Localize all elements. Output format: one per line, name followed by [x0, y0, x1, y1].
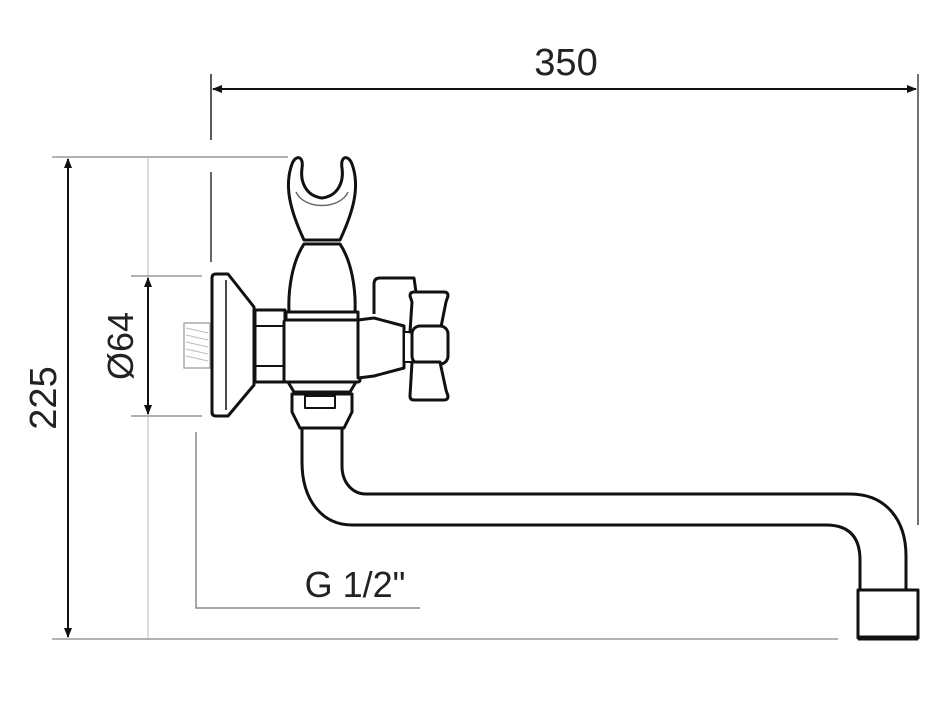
dimension-flange-diameter: Ø64 [100, 275, 202, 417]
diverter-body-upper [287, 242, 357, 314]
valve-cap [372, 276, 418, 314]
dimension-width: 350 [210, 42, 919, 525]
handle-arm-top [408, 290, 450, 334]
spout-outer-edge [300, 428, 862, 590]
height-label: 225 [23, 366, 65, 429]
flange-diameter-label: Ø64 [100, 312, 141, 380]
handle-hub [410, 324, 450, 366]
thread-label: G 1/2" [305, 564, 406, 605]
aerator [856, 588, 920, 640]
valve-housing [356, 316, 406, 380]
width-label: 350 [534, 42, 597, 84]
handle-arm-bottom [408, 360, 450, 402]
faucet [183, 156, 920, 641]
thread-leader-line [195, 432, 420, 609]
spout-inner-edge [340, 428, 908, 590]
hex-nut [253, 308, 287, 384]
shower-holder-cradle [286, 156, 358, 242]
swivel-window [304, 395, 336, 409]
threaded-inlet [183, 322, 211, 369]
dimension-thread: G 1/2" [195, 172, 420, 609]
central-body [282, 318, 362, 384]
wall-flange [210, 272, 256, 418]
body-collar-bottom [286, 380, 358, 394]
